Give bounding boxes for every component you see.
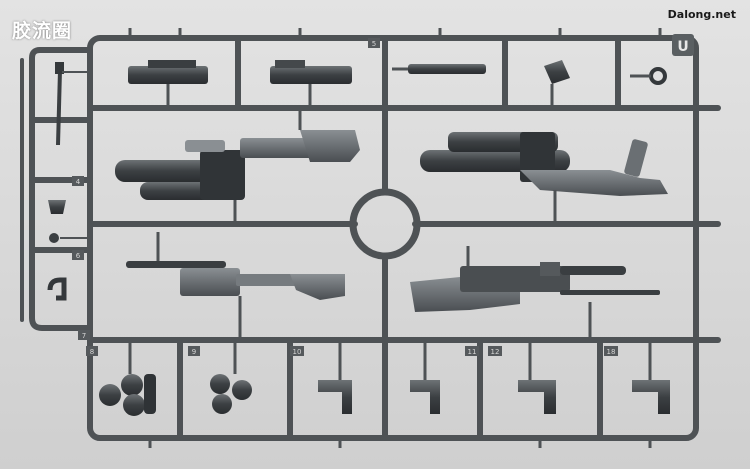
part-ring xyxy=(630,67,667,85)
part-grenade-block xyxy=(128,60,208,108)
part-number-tags: 7 8 9 10 11 12 18 4 6 5 xyxy=(72,38,618,356)
runner-letter: U xyxy=(677,39,688,55)
part-number: 8 xyxy=(90,348,94,356)
part-antenna xyxy=(55,62,90,146)
part-grenade-launcher xyxy=(115,108,360,224)
part-small-round xyxy=(49,233,90,243)
part-number: 12 xyxy=(491,348,500,356)
watermark-right: Dalong.net xyxy=(667,8,736,21)
part-sniper-rifle xyxy=(126,232,345,340)
part-bracket-4 xyxy=(632,380,670,414)
part-machine-gun xyxy=(410,246,660,340)
part-drum-cluster-right xyxy=(210,374,252,414)
part-number: 7 xyxy=(82,332,86,340)
part-number: 10 xyxy=(293,348,302,356)
part-rail xyxy=(392,64,486,74)
part-number: 4 xyxy=(76,178,81,186)
part-number: 9 xyxy=(192,348,196,356)
part-scope-mount xyxy=(270,60,352,108)
part-number: 5 xyxy=(372,40,376,48)
part-heavy-launcher xyxy=(420,132,668,224)
gate-stubs xyxy=(128,28,662,448)
runner-letter-tag: U xyxy=(672,34,694,56)
part-drum-cluster-left xyxy=(99,374,156,416)
watermark-left: 胶流圈 xyxy=(12,20,73,42)
part-number: 6 xyxy=(76,252,81,260)
part-bracket-1 xyxy=(318,380,352,414)
part-bracket-3 xyxy=(518,380,556,414)
part-cup xyxy=(48,200,66,214)
part-hook xyxy=(47,277,67,301)
part-bracket-2 xyxy=(410,380,440,414)
bottom-gates xyxy=(128,340,652,380)
part-number: 11 xyxy=(468,348,477,356)
part-magazine xyxy=(544,60,570,108)
part-number: 18 xyxy=(607,348,616,356)
